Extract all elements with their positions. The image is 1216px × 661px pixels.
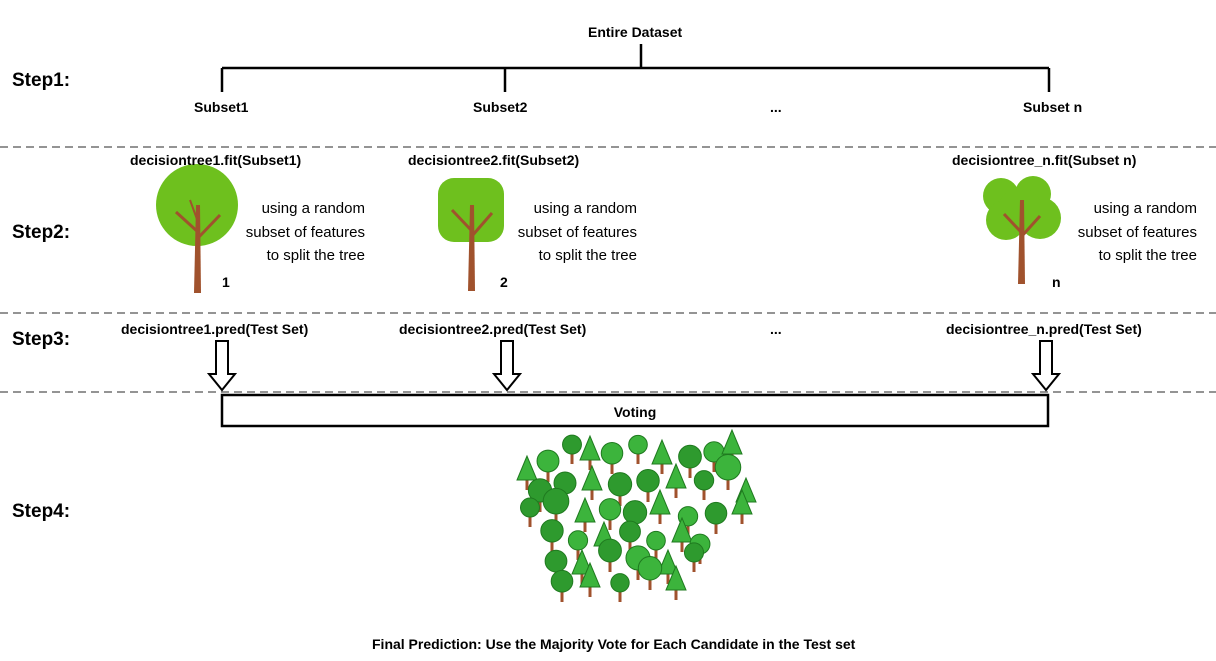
tree-description-2-line1: using a random — [533, 200, 637, 217]
tree-description-1: using a random subset of features to spl… — [225, 197, 365, 268]
forest-tree-icon — [693, 470, 715, 500]
forest-tree-icon — [651, 438, 673, 474]
subset-ellipsis: ... — [770, 99, 782, 115]
forest-tree-icon — [731, 488, 753, 524]
tree-index-2: 2 — [500, 274, 508, 290]
voting-label: Voting — [613, 404, 657, 420]
subset-label-1: Subset1 — [194, 99, 249, 115]
step-separators — [0, 146, 1216, 393]
forest-tree-icon — [581, 464, 603, 500]
forest-tree-icon — [598, 538, 622, 572]
forest-tree-icon — [714, 453, 742, 490]
forest-tree-icon — [579, 561, 601, 597]
forest-tree-icon — [598, 498, 622, 530]
pred-label-2: decisiontree2.pred(Test Set) — [399, 321, 587, 337]
tree-icon-1 — [156, 164, 238, 293]
forest-tree-icon — [678, 444, 702, 478]
forest-tree-icon — [540, 519, 564, 552]
forest-tree-icon — [665, 564, 687, 600]
forest-tree-icon — [567, 530, 589, 560]
tree-icon-n — [983, 176, 1061, 284]
forest-tree-icon — [536, 449, 560, 482]
forest-icon — [516, 428, 757, 602]
tree-description-1-line1: using a random — [261, 200, 365, 217]
forest-tree-icon — [671, 516, 693, 552]
forest-tree-icon — [683, 542, 705, 572]
tree-description-1-line3: to split the tree — [266, 247, 365, 264]
forest-tree-icon — [628, 434, 648, 464]
voting-box — [220, 393, 1050, 428]
forest-tree-icon — [665, 462, 687, 498]
tree-index-n: n — [1052, 274, 1061, 290]
fit-label-1: decisiontree1.fit(Subset1) — [130, 152, 302, 168]
tree-index-1: 1 — [222, 274, 230, 290]
forest-tree-icon — [704, 501, 728, 534]
forest-tree-icon — [636, 469, 660, 502]
tree-description-n-line1: using a random — [1093, 200, 1197, 217]
tree-icon-2 — [438, 178, 504, 291]
tree-description-2: using a random subset of features to spl… — [497, 197, 637, 268]
tree-description-2-line3: to split the tree — [538, 247, 637, 264]
fit-label-2: decisiontree2.fit(Subset2) — [408, 152, 580, 168]
pred-label-1: decisiontree1.pred(Test Set) — [121, 321, 309, 337]
forest-tree-icon — [637, 556, 663, 590]
tree-description-n: using a random subset of features to spl… — [1057, 197, 1197, 268]
forest-tree-icon — [619, 520, 641, 552]
entire-dataset-label: Entire Dataset — [588, 24, 683, 40]
forest-tree-icon — [657, 548, 679, 584]
forest-tree-icon — [649, 488, 671, 524]
tree-description-n-line3: to split the tree — [1098, 247, 1197, 264]
tree-description-2-line2: subset of features — [517, 223, 637, 241]
step2-label: Step2: — [12, 222, 71, 243]
pred-label-n: decisiontree_n.pred(Test Set) — [946, 321, 1142, 337]
dataset-split-bracket — [220, 44, 1051, 92]
forest-tree-icon — [562, 434, 582, 464]
forest-tree-icon — [571, 548, 593, 584]
forest-tree-icon — [520, 497, 540, 527]
arrow-down-icon-2 — [491, 340, 523, 392]
arrow-down-icon-1 — [206, 340, 238, 392]
forest-tree-icon — [574, 496, 596, 532]
forest-tree-icon — [610, 573, 630, 602]
forest-tree-icon — [646, 530, 666, 560]
forest-tree-icon — [600, 441, 624, 474]
step3-label: Step3: — [12, 329, 71, 350]
subset-label-n: Subset n — [1023, 99, 1083, 115]
pred-ellipsis: ... — [770, 321, 782, 337]
forest-tree-icon — [516, 454, 538, 490]
tree-description-1-line2: subset of features — [245, 223, 365, 241]
fit-label-n: decisiontree_n.fit(Subset n) — [952, 152, 1137, 168]
step4-label: Step4: — [12, 501, 71, 522]
forest-tree-icon — [579, 434, 601, 470]
forest-tree-icon — [550, 569, 574, 602]
subset-label-2: Subset2 — [473, 99, 528, 115]
forest-tree-icon — [542, 487, 570, 524]
arrow-down-icon-n — [1030, 340, 1062, 392]
step1-label: Step1: — [12, 70, 71, 91]
tree-description-n-line2: subset of features — [1077, 223, 1197, 241]
forest-tree-icon — [607, 472, 633, 506]
final-prediction-caption: Final Prediction: Use the Majority Vote … — [372, 636, 856, 652]
